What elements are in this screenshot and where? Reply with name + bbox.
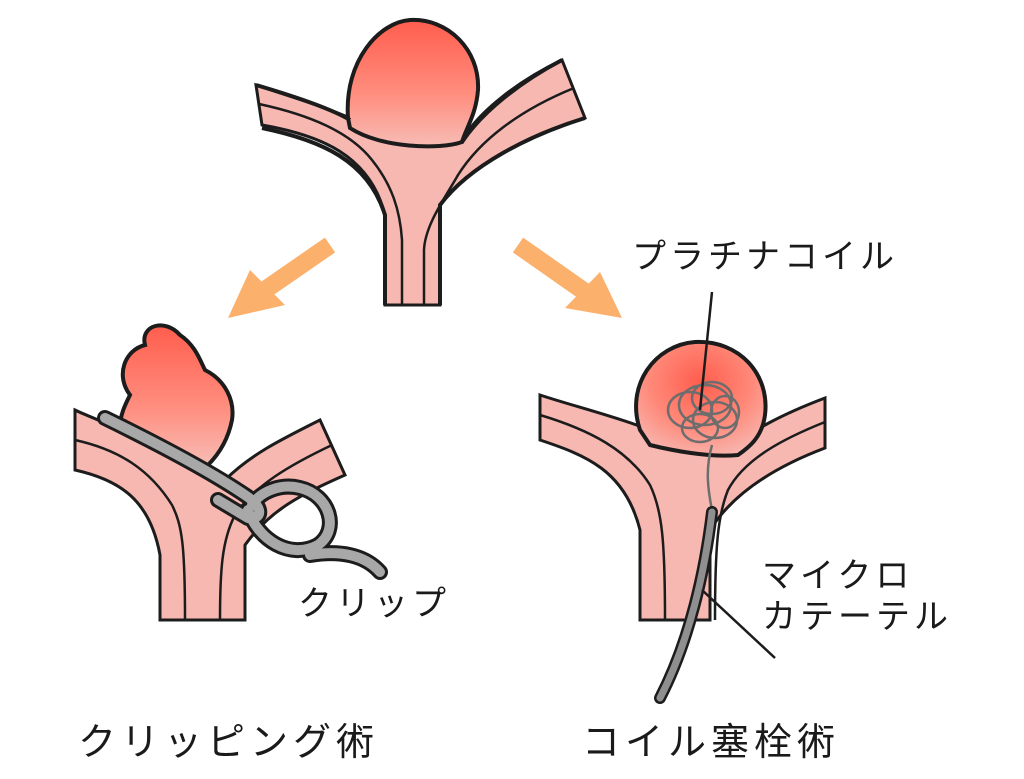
top-right-branch-wall-upper: [460, 58, 563, 144]
title-coiling: コイル塞栓術: [582, 720, 840, 764]
clipping-illustration: [73, 323, 388, 622]
top-vessel-bifurcation: [254, 17, 587, 307]
top-left-branch-wall-lower: [261, 126, 387, 305]
clip-vessel-inner-1: [74, 438, 187, 621]
leader-line-microcatheter: [701, 589, 776, 659]
top-left-branch-wall-upper: [255, 83, 352, 122]
arrow-to-clipping: [228, 237, 336, 318]
clip-device-fill: [100, 413, 385, 577]
label-microcatheter-line2: カテーテル: [762, 597, 952, 637]
top-aneurysm: [345, 17, 481, 149]
coil-vessel-inner-1: [539, 413, 667, 621]
title-clipping: クリッピング術: [78, 720, 379, 764]
microcatheter-fill: [656, 508, 716, 702]
top-left-branch-inner: [258, 102, 404, 305]
label-microcatheter-line1: マイクロ: [762, 556, 913, 596]
coiling-illustration: [538, 291, 827, 704]
label-clip: クリップ: [298, 584, 450, 624]
coil-vessel-inner-2: [713, 420, 826, 621]
leader-line-platinum-coil: [698, 291, 714, 411]
arrow-to-coiling: [512, 237, 622, 318]
label-platinum-coil: プラチナコイル: [632, 237, 898, 277]
top-right-branch-inner: [422, 86, 575, 305]
platinum-coil: [666, 380, 741, 511]
